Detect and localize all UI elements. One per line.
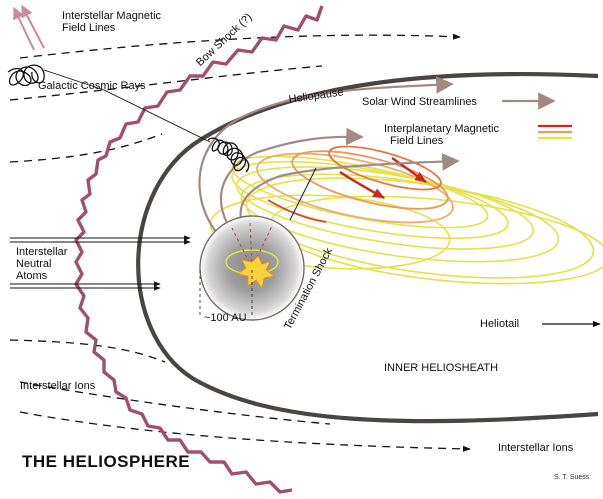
bow-shock-line bbox=[74, 5, 324, 494]
neutral-atom-arrows bbox=[10, 235, 191, 291]
label-heliotail: Heliotail bbox=[480, 318, 520, 330]
label-interstellar-ions-right: Interstellar Ions bbox=[498, 442, 574, 454]
label-line-2: Neutral bbox=[16, 258, 52, 270]
interstellar-field-dashed-lines bbox=[9, 33, 471, 452]
sun-icon bbox=[237, 255, 275, 289]
label-100-au: ~100 AU bbox=[204, 312, 247, 324]
label-line-1: Interstellar bbox=[16, 246, 68, 258]
label-line-1: Interstellar Magnetic bbox=[62, 10, 162, 22]
termination-shock-circle bbox=[199, 215, 305, 321]
credit-text: S. T. Suess bbox=[554, 474, 590, 481]
label-interstellar-magnetic-field-lines: Interstellar Magnetic Field Lines bbox=[62, 10, 161, 34]
interstellar-field-spiral bbox=[7, 4, 45, 87]
pointer-lines bbox=[43, 69, 317, 221]
distance-markers bbox=[199, 270, 253, 318]
label-line-3: Atoms bbox=[16, 270, 48, 282]
heliopause-line bbox=[136, 71, 599, 424]
label-interplanetary-magnetic-field-lines: Interplanetary Magnetic Field Lines bbox=[384, 123, 499, 147]
cosmic-ray-spiral bbox=[207, 137, 250, 173]
label-line-2: Field Lines bbox=[390, 135, 444, 147]
imf-legend-lines bbox=[538, 124, 572, 140]
label-line-2: Field Lines bbox=[62, 22, 116, 34]
diagram-title: THE HELIOSPHERE bbox=[22, 452, 191, 471]
label-solar-wind-streamlines: Solar Wind Streamlines bbox=[362, 96, 477, 108]
label-interstellar-ions-left: Interstellar Ions bbox=[20, 380, 96, 392]
field-loops-orange bbox=[256, 145, 454, 224]
label-galactic-cosmic-rays: Galactic Cosmic Rays bbox=[38, 80, 146, 92]
label-line-1: Interplanetary Magnetic bbox=[384, 123, 499, 135]
label-interstellar-neutral-atoms: Interstellar Neutral Atoms bbox=[16, 246, 67, 282]
label-inner-heliosheath: INNER HELIOSHEATH bbox=[384, 362, 499, 374]
